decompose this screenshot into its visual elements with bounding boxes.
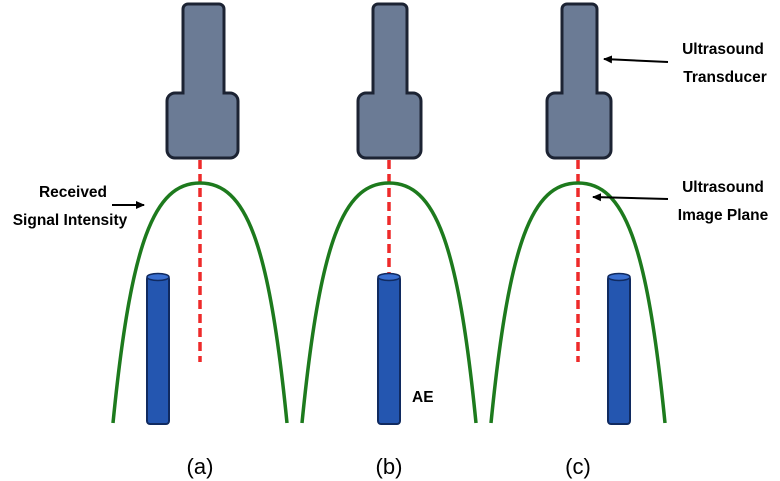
panel-b: AE (b): [300, 2, 478, 479]
transducer-annotation: Ultrasound Transducer: [603, 41, 767, 86]
signal-intensity-curve: [489, 181, 667, 424]
panel-c: (c): [489, 2, 667, 479]
signal-intensity-curve: [300, 181, 478, 424]
received-signal-label: Signal Intensity: [13, 212, 128, 229]
needle-icon: [146, 272, 170, 425]
arrow-icon: [592, 193, 669, 202]
panel-caption: (c): [565, 454, 591, 479]
image-plane-label: Ultrasound: [682, 179, 764, 196]
panel-a: (a): [111, 2, 289, 479]
arrow-icon: [603, 55, 669, 64]
needle-icon: [377, 272, 401, 425]
transducer-icon: [165, 2, 240, 160]
signal-intensity-curve: [111, 181, 289, 424]
image-plane-label: Image Plane: [678, 207, 769, 224]
needle-icon: [607, 272, 631, 425]
transducer-label: Transducer: [683, 69, 767, 86]
panel-caption: (b): [376, 454, 403, 479]
transducer-icon: [356, 2, 423, 160]
panel-caption: (a): [187, 454, 214, 479]
received-signal-annotation: Received Signal Intensity: [13, 184, 145, 229]
transducer-label: Ultrasound: [682, 41, 764, 58]
ae-label: AE: [412, 389, 434, 406]
received-signal-label: Received: [39, 184, 107, 201]
image-plane-annotation: Ultrasound Image Plane: [592, 179, 769, 224]
transducer-icon: [545, 2, 613, 160]
